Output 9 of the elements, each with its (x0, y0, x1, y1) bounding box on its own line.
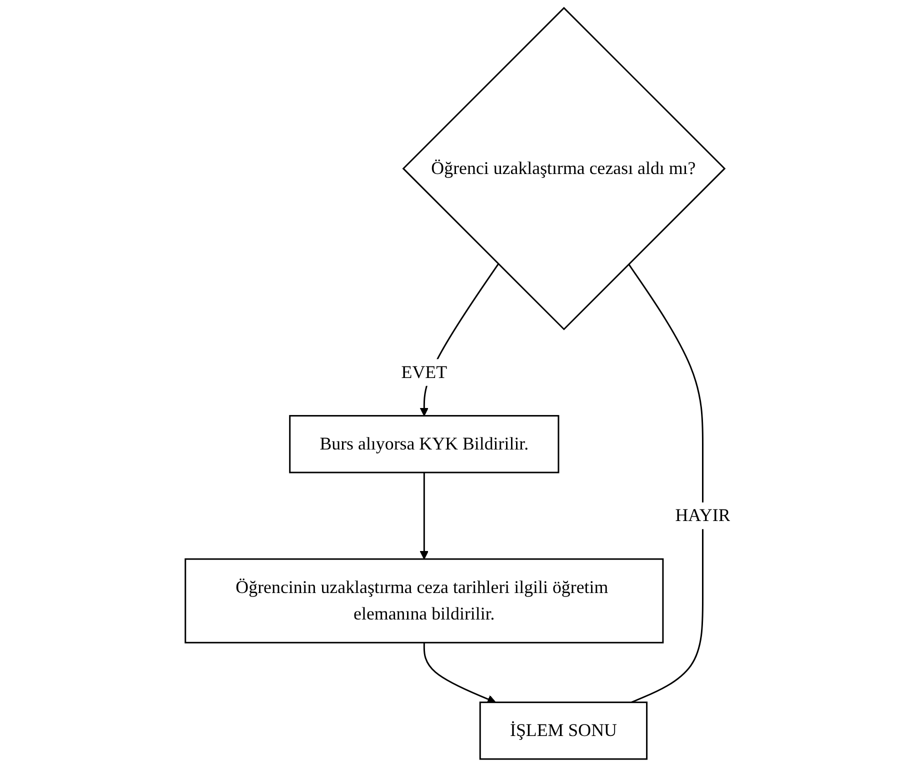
edge-label: EVET (400, 362, 447, 382)
arrow (419, 472, 428, 560)
node-box: Öğrencinin uzaklaştırma ceza tarihleri ilgili öğretim elemanına bildirilir. (184, 558, 664, 644)
node-diamond: Öğrenci uzaklaştırma cezası aldı mı? (402, 6, 726, 330)
connector (628, 264, 704, 704)
edge-label: HAYIR (674, 505, 730, 526)
node-box: Burs alıyorsa KYK Bildirilir. (288, 415, 559, 474)
arrow (423, 642, 496, 704)
node-box: İŞLEM SONU (479, 702, 648, 760)
